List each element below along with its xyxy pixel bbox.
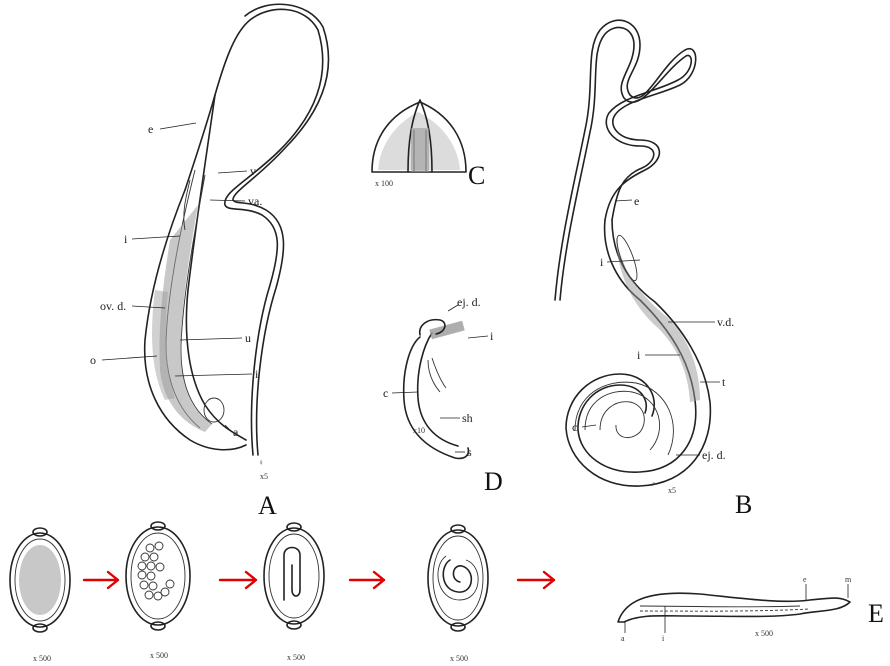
egg-3-scale: x 500	[287, 653, 305, 662]
label-b-t: t	[722, 375, 726, 389]
label-a-va: va.	[248, 194, 262, 208]
label-e-scale: x 500	[755, 629, 773, 638]
panel-b-male-worm: e i v.d. i t c ej. d. ♂ x5 B	[555, 20, 752, 519]
label-a-v: v	[250, 164, 256, 178]
label-e-m: m	[845, 575, 852, 584]
panel-e-label: E	[868, 599, 884, 628]
egg-stage-3: x 500	[264, 523, 324, 662]
label-a-sex: ♀	[258, 458, 264, 467]
egg-stage-2: x 500	[126, 522, 190, 660]
label-d-ejd: ej. d.	[457, 295, 481, 309]
egg-stage-4: x 500	[428, 525, 488, 663]
label-e-i: i	[662, 634, 665, 643]
label-a-a: a	[233, 425, 239, 439]
egg-stage-1: x 500	[10, 528, 70, 663]
panel-e-larva: a i e m x 500 E	[618, 575, 884, 643]
label-b-scale: x5	[668, 486, 676, 495]
label-b-e: e	[634, 194, 639, 208]
arrow-3	[350, 572, 384, 588]
label-e-a: a	[621, 634, 625, 643]
label-a-o: o	[90, 353, 96, 367]
panel-d-male-tail: ej. d. i c sh s x10 D	[383, 295, 503, 496]
label-b-vd: v.d.	[717, 315, 734, 329]
label-d-i: i	[490, 329, 494, 343]
label-a-i-upper: i	[124, 232, 128, 246]
label-b-i-lower: i	[637, 348, 641, 362]
egg-4-scale: x 500	[450, 654, 468, 663]
egg-1-scale: x 500	[33, 654, 51, 663]
arrow-4	[518, 572, 554, 588]
panel-b-label: B	[735, 490, 752, 519]
label-b-sex: ♂	[650, 480, 656, 489]
arrow-2	[220, 572, 256, 588]
label-b-c: c	[572, 420, 577, 434]
label-d-c: c	[383, 386, 388, 400]
label-e-e: e	[803, 575, 807, 584]
label-a-e: e	[148, 122, 153, 136]
panel-a-label: A	[258, 491, 277, 520]
panel-d-label: D	[484, 467, 503, 496]
label-a-scale: x5	[260, 472, 268, 481]
label-a-u: u	[245, 331, 251, 345]
egg-2-scale: x 500	[150, 651, 168, 660]
arrow-1	[84, 572, 118, 588]
label-d-scale: x10	[413, 426, 425, 435]
label-b-ejd: ej. d.	[702, 448, 726, 462]
label-c-scale: x 100	[375, 179, 393, 188]
label-d-s: s	[467, 445, 472, 459]
panel-c-label: C	[468, 161, 485, 190]
label-d-sh: sh	[462, 411, 473, 425]
label-b-i-upper: i	[600, 255, 604, 269]
panel-c-head-detail: x 100 C	[372, 100, 485, 190]
label-a-ovd: ov. d.	[100, 299, 126, 313]
panel-a-female-worm: e v va. i ov. d. u o i a ♀ x5 A	[90, 4, 329, 520]
